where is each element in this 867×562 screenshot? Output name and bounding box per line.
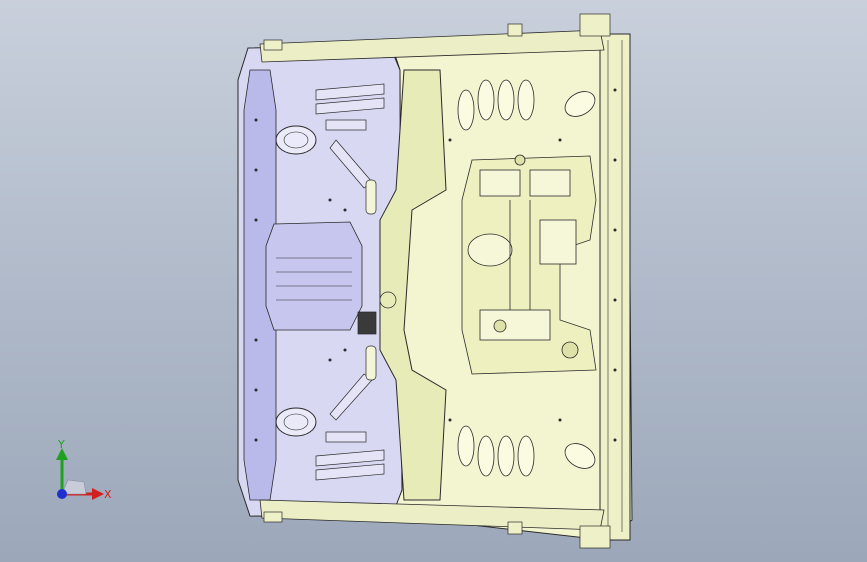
right-bottom-ovals	[457, 425, 596, 477]
central-tunnel	[379, 69, 447, 501]
fastener-dots	[254, 88, 617, 442]
left-seat-mount	[265, 221, 363, 331]
left-top-oval-hole	[275, 125, 317, 155]
left-bottom-ribs	[315, 373, 385, 481]
right-top-ovals	[457, 79, 596, 131]
edge-tabs	[263, 13, 611, 549]
top-cross-member	[259, 29, 605, 63]
right-side-rail	[599, 33, 631, 541]
z-axis-icon	[57, 489, 67, 499]
view-cube-icon	[61, 479, 87, 495]
right-center-structure	[461, 154, 597, 375]
coordinate-triad: Y X	[56, 438, 112, 501]
left-top-ribs	[315, 83, 385, 189]
left-bottom-oval-hole	[275, 407, 317, 437]
tunnel-slots	[357, 179, 397, 381]
y-axis-label: Y	[57, 438, 65, 451]
x-axis-label: X	[104, 488, 112, 501]
